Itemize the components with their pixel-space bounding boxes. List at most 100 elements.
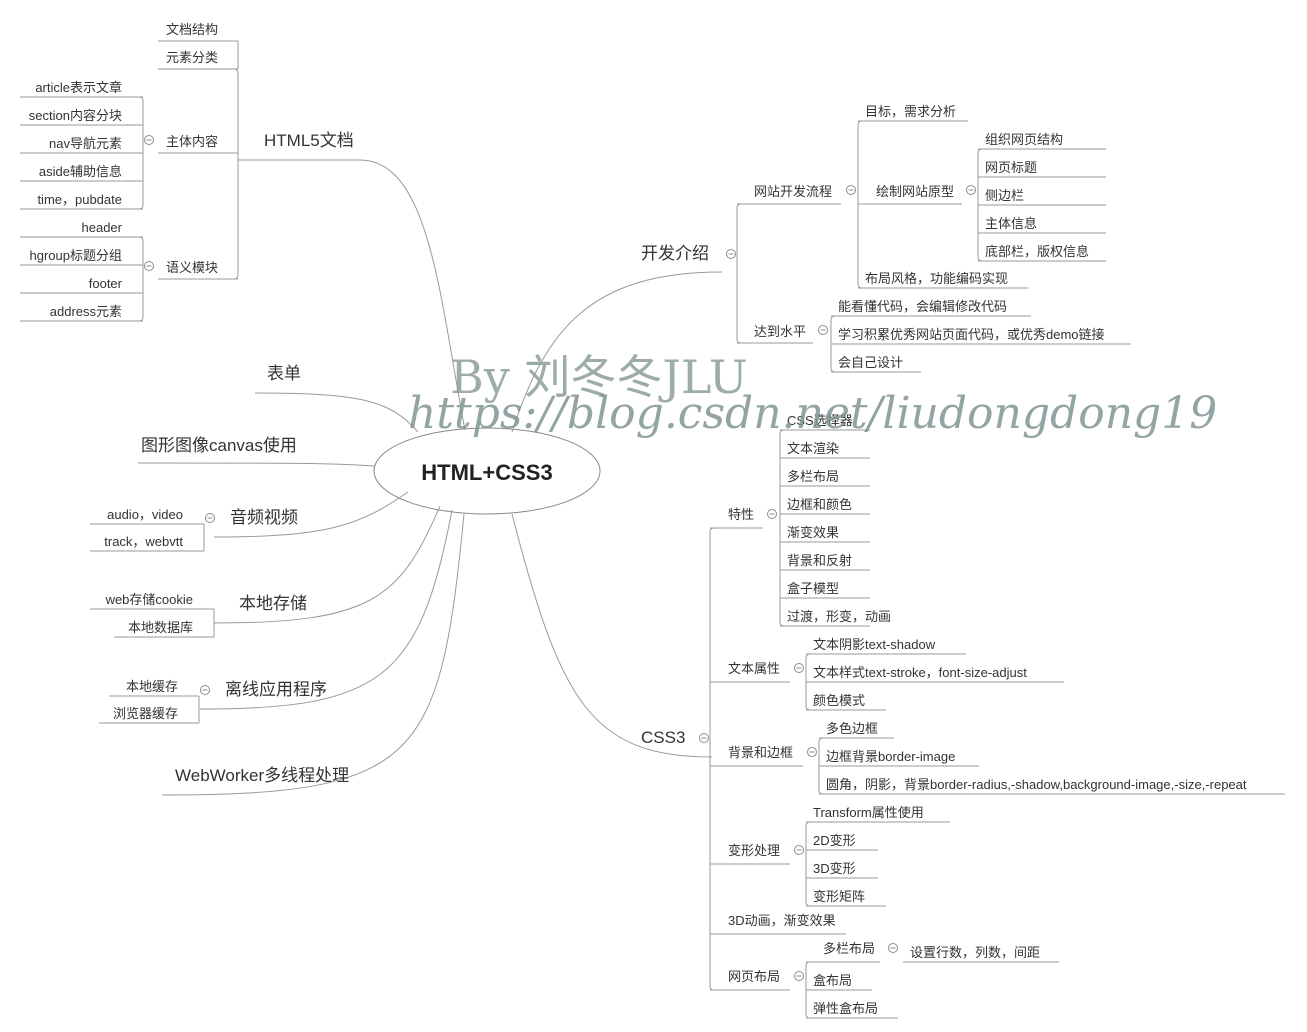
leaf-semantic: footer [89, 276, 123, 291]
leaf-offline: 浏览器缓存 [113, 706, 178, 721]
main-branch-storage [213, 505, 441, 624]
leaf-prototype: 底部栏，版权信息 [985, 244, 1089, 259]
leaf-transform: 变形矩阵 [813, 889, 865, 904]
leaf-storage: 本地数据库 [128, 620, 193, 635]
main-branch-offline [199, 509, 453, 710]
collapse-toggle-icon[interactable] [794, 663, 804, 673]
collapse-toggle-icon[interactable] [807, 747, 817, 757]
bracket-elbow [818, 789, 824, 795]
branch-css3-label: CSS3 [641, 728, 685, 747]
node-doc-structure: 文档结构 [166, 22, 218, 37]
bracket-elbow [709, 985, 715, 991]
collapse-toggle-icon[interactable] [818, 325, 828, 335]
collapse-toggle-icon[interactable] [200, 685, 210, 695]
leaf-features: 过渡，形变，动画 [787, 609, 891, 624]
bracket-elbow [805, 961, 811, 967]
collapse-toggle-icon[interactable] [767, 509, 777, 519]
branch-html5-label: HTML5文档 [264, 131, 354, 150]
leaf-prototype: 主体信息 [985, 216, 1037, 231]
leaf-transform: 2D变形 [813, 833, 856, 848]
bracket-elbow [138, 236, 144, 242]
node-main-content: 主体内容 [166, 134, 218, 149]
collapse-toggle-icon[interactable] [794, 845, 804, 855]
central-label: HTML+CSS3 [421, 460, 552, 485]
branch-storage-label: 本地存储 [239, 594, 307, 613]
leaf-bg-border: 边框背景border-image [826, 749, 955, 764]
bracket-elbow [138, 96, 144, 102]
bracket-elbow [830, 315, 836, 321]
node-prototype: 绘制网站原型 [876, 184, 954, 199]
bracket-elbow [977, 256, 983, 262]
leaf-transform: Transform属性使用 [813, 805, 924, 820]
leaf-text-props: 文本阴影text-shadow [813, 637, 936, 652]
leaf-dev-coding: 布局风格，功能编码实现 [865, 271, 1008, 286]
branch-offline-label: 离线应用程序 [225, 680, 327, 699]
leaf-text-props: 颜色模式 [813, 693, 865, 708]
leaf-semantic: hgroup标题分组 [30, 248, 122, 263]
leaf-features: 渐变效果 [787, 525, 839, 540]
leaf-layout: 弹性盒布局 [813, 1001, 878, 1016]
node-dev-level: 达到水平 [754, 324, 806, 339]
bracket-elbow [805, 901, 811, 907]
collapse-toggle-icon[interactable] [888, 943, 898, 953]
leaf-features: 边框和颜色 [787, 497, 852, 512]
bracket-elbow [779, 621, 785, 627]
collapse-toggle-icon[interactable] [144, 261, 154, 271]
leaf-av: audio，video [107, 507, 183, 522]
bracket-elbow [736, 338, 742, 344]
node-text-props: 文本属性 [728, 661, 780, 676]
node-layout: 网页布局 [728, 969, 780, 984]
leaf-layout: 盒布局 [813, 973, 852, 988]
main-branch-html5 [359, 159, 466, 431]
leaf-prototype: 组织网页结构 [985, 132, 1063, 147]
leaf-multicol: 设置行数，列数，间距 [910, 945, 1040, 960]
bracket-elbow [736, 203, 742, 209]
leaf-dev-level: 会自己设计 [838, 355, 903, 370]
leaf-offline: 本地缓存 [126, 679, 178, 694]
leaf-main-content: nav导航元素 [49, 136, 122, 151]
leaf-dev-level: 学习积累优秀网站页面代码，或优秀demo链接 [838, 327, 1105, 342]
collapse-toggle-icon[interactable] [205, 513, 215, 523]
bracket-elbow [830, 367, 836, 373]
leaf-prototype: 网页标题 [985, 160, 1037, 175]
node-multicol: 多栏布局 [823, 941, 875, 956]
bracket-elbow [805, 1013, 811, 1019]
leaf-features: 文本渲染 [787, 441, 839, 456]
leaf-bg-border: 圆角，阴影，背景border-radius,-shadow,background… [826, 777, 1247, 792]
leaf-main-content: section内容分块 [29, 108, 122, 123]
collapse-toggle-icon[interactable] [966, 185, 976, 195]
branch-webworker-label: WebWorker多线程处理 [175, 766, 349, 785]
bracket-elbow [818, 737, 824, 743]
bracket-elbow [805, 705, 811, 711]
leaf-features: CSS选择器 [787, 413, 853, 428]
leaf-features: 多栏布局 [787, 469, 839, 484]
central-node [373, 427, 601, 515]
branch-dev-label: 开发介绍 [641, 244, 709, 263]
leaf-semantic: address元素 [50, 304, 122, 319]
bracket-elbow [857, 283, 863, 289]
leaf-features: 背景和反射 [787, 553, 852, 568]
main-branch-css3 [511, 513, 713, 758]
collapse-toggle-icon[interactable] [144, 135, 154, 145]
leaf-text-props: 文本样式text-stroke，font-size-adjust [813, 665, 1027, 680]
main-branch-form [254, 392, 419, 433]
leaf-features: 盒子模型 [787, 581, 839, 596]
node-transform: 变形处理 [728, 843, 780, 858]
leaf-transform: 3D变形 [813, 861, 856, 876]
watermark-author: By 刘冬冬JLU [450, 350, 748, 404]
main-branch-av [213, 491, 409, 538]
bracket-elbow [805, 653, 811, 659]
main-branch-dev [511, 271, 723, 433]
bracket-elbow [709, 527, 715, 533]
node-features: 特性 [728, 507, 754, 522]
node-bg-border: 背景和边框 [728, 745, 793, 760]
leaf-av: track，webvtt [104, 534, 183, 549]
bracket-elbow [138, 204, 144, 210]
collapse-toggle-icon[interactable] [726, 249, 736, 259]
collapse-toggle-icon[interactable] [699, 733, 709, 743]
collapse-toggle-icon[interactable] [846, 185, 856, 195]
leaf-storage: web存储cookie [105, 592, 193, 607]
leaf-prototype: 侧边栏 [985, 188, 1024, 203]
collapse-toggle-icon[interactable] [794, 971, 804, 981]
